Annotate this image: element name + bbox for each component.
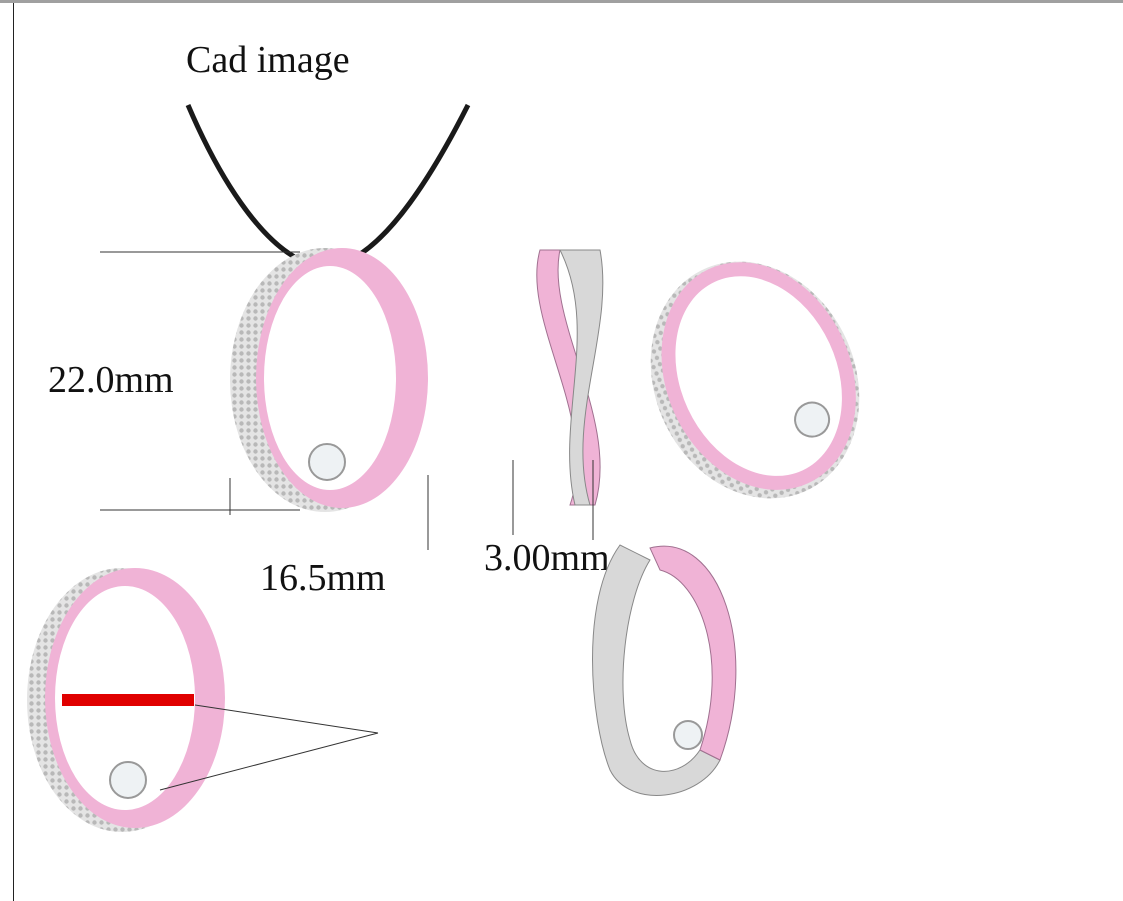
- diamond: [794, 401, 831, 438]
- diamond: [109, 761, 147, 799]
- width-dimension-label: 16.5mm: [260, 557, 386, 599]
- pendant-section-view: [27, 568, 379, 832]
- diamond: [673, 720, 703, 750]
- cord: [185, 103, 471, 263]
- top-border: [0, 0, 1123, 3]
- left-border: [13, 3, 14, 901]
- opening: [264, 266, 396, 490]
- callout-line: [159, 732, 379, 791]
- section-cut: [62, 694, 194, 706]
- pendant-front-view: [100, 103, 471, 550]
- page-title: Cad image: [186, 39, 350, 81]
- callout-line: [194, 704, 379, 734]
- thickness-dimension-label: 3.00mm: [484, 537, 610, 579]
- height-dimension-label: 22.0mm: [48, 359, 174, 401]
- pendant-angled-view: [650, 261, 860, 499]
- diamond: [308, 443, 346, 481]
- white-band: [559, 249, 604, 506]
- pendant-side-view: [512, 249, 604, 540]
- pink-band: [649, 545, 737, 761]
- pendant-bail-view: [592, 544, 737, 796]
- opening: [675, 276, 842, 476]
